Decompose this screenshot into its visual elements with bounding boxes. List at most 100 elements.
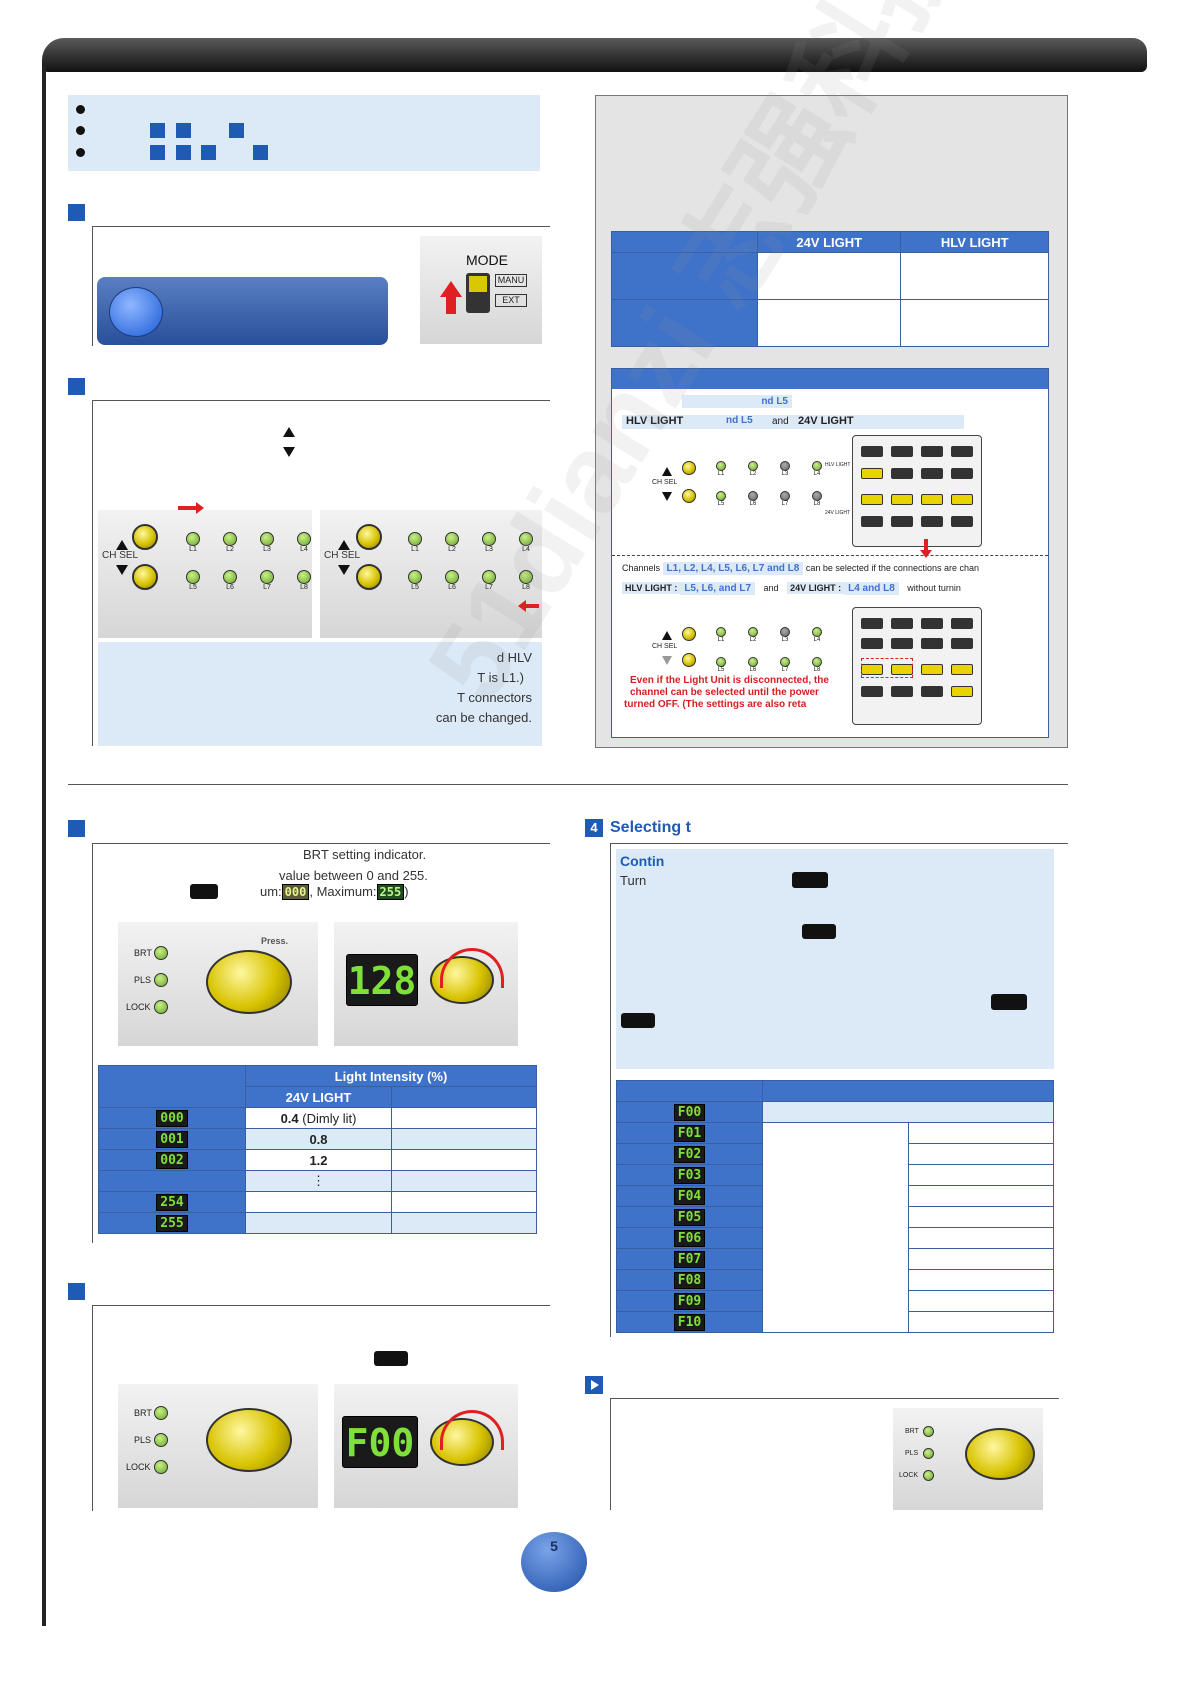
led-label: L1 xyxy=(189,546,197,553)
redacted-block xyxy=(253,145,268,160)
connector xyxy=(951,468,973,479)
section-marker xyxy=(68,1283,85,1300)
connector xyxy=(891,516,913,527)
led-label: L7 xyxy=(485,584,493,591)
led-label: L1 xyxy=(717,637,725,643)
max-value: 255 xyxy=(376,884,405,900)
led-label: L5 xyxy=(189,584,197,591)
section-title: Selecting t xyxy=(610,819,691,836)
ch-down-button[interactable] xyxy=(132,564,158,590)
lock-led xyxy=(923,1470,934,1481)
channels-text: Channels L1, L2, L4, L5, L6, L7 and L8 c… xyxy=(622,562,979,575)
hlv-small-label: HLV LIGHT xyxy=(825,462,851,468)
code-cell: 001 xyxy=(156,1131,188,1148)
led-indicator xyxy=(408,532,422,546)
ch-down-button[interactable] xyxy=(682,653,696,667)
led-label: L6 xyxy=(749,501,757,507)
brt-led xyxy=(154,1406,168,1420)
ch-down-icon xyxy=(338,565,350,575)
led-label: L5 xyxy=(717,667,725,673)
function-code: F08 xyxy=(673,1272,706,1289)
led-indicator xyxy=(780,491,790,501)
ch-down-button[interactable] xyxy=(356,564,382,590)
connector xyxy=(891,494,913,505)
led-label: L1 xyxy=(411,546,419,553)
redacted-block xyxy=(176,123,191,138)
mode-circle-icon xyxy=(109,287,163,337)
ch-up-icon xyxy=(662,631,672,640)
led-indicator xyxy=(445,570,459,584)
encoder-push-button[interactable] xyxy=(206,1408,292,1472)
section-rule xyxy=(92,226,550,227)
value-cell: 0.4 xyxy=(280,1110,299,1126)
led-label: L1 xyxy=(717,471,725,477)
ch-up-button[interactable] xyxy=(132,524,158,550)
connector xyxy=(921,618,943,629)
led-indicator xyxy=(297,532,311,546)
led-label: L3 xyxy=(263,546,271,553)
led-indicator xyxy=(812,461,822,471)
connector xyxy=(861,686,883,697)
connector xyxy=(921,664,943,675)
value-cell: 0.8 xyxy=(309,1131,328,1147)
section-number: 4 xyxy=(585,819,603,837)
function-code: F06 xyxy=(673,1230,706,1247)
continuous-box: Contin Turn xyxy=(616,849,1054,1069)
note-box: d HLV T is L1.) T connectors can be chan… xyxy=(98,642,542,746)
chip: nd L5 xyxy=(726,415,753,426)
header-bar xyxy=(42,38,1147,72)
led-indicator xyxy=(748,491,758,501)
arrow-head xyxy=(196,502,204,514)
hlv-line: HLV LIGHT :L5, L6, and L7 and 24V LIGHT … xyxy=(622,582,961,595)
mini-led-row-top: L1 L2 L3 L4 xyxy=(716,461,822,477)
brt-led xyxy=(154,946,168,960)
connector xyxy=(951,494,973,505)
connector xyxy=(891,686,913,697)
ch-sel-panel-left: CH SEL L1 L2 L3 L4 L5 L6 L7 L8 xyxy=(98,502,312,638)
ch-sel-label: CH SEL xyxy=(102,550,139,561)
function-code: F04 xyxy=(673,1188,706,1205)
encoder-push-button[interactable] xyxy=(965,1428,1035,1480)
encoder-push-button[interactable] xyxy=(206,950,292,1014)
section-rule-vertical xyxy=(92,843,93,1243)
led-indicator xyxy=(780,657,790,667)
intro-box xyxy=(68,95,540,171)
led-row-bottom: L5 L6 L7 L8 xyxy=(186,570,311,591)
ch-up-button[interactable] xyxy=(682,461,696,475)
connector xyxy=(951,686,973,697)
warning-line: Even if the Light Unit is disconnected, … xyxy=(630,675,829,686)
indicator-label: BRT xyxy=(134,1408,152,1418)
down-arrow-stem xyxy=(924,539,928,551)
led-indicator xyxy=(780,627,790,637)
indicator-label: PLS xyxy=(134,1435,152,1445)
redacted-block xyxy=(176,145,191,160)
led-indicator xyxy=(812,491,822,501)
ch-sel-label: CH SEL xyxy=(324,550,361,561)
up-arrow-stem xyxy=(446,296,456,314)
ch-up-button[interactable] xyxy=(682,627,696,641)
led-label: L7 xyxy=(781,501,789,507)
connector xyxy=(921,686,943,697)
led-indicator xyxy=(716,491,726,501)
connector xyxy=(951,516,973,527)
brt-line: value between 0 and 255. xyxy=(279,868,428,883)
without-text: without turnin xyxy=(907,583,961,593)
ch-up-button[interactable] xyxy=(356,524,382,550)
led-label: L2 xyxy=(448,546,456,553)
connector xyxy=(921,494,943,505)
hlv-label: HLV LIGHT xyxy=(626,415,684,427)
section-rule xyxy=(92,843,550,844)
connector xyxy=(951,664,973,675)
mode-toggle-switch[interactable] xyxy=(466,273,490,313)
function-code: F09 xyxy=(673,1293,706,1310)
connector xyxy=(861,494,883,505)
connector xyxy=(861,446,883,457)
led-indicator xyxy=(519,570,533,584)
indicator-label: LOCK xyxy=(899,1472,919,1479)
function-code: F07 xyxy=(673,1251,706,1268)
section-rule xyxy=(92,1305,550,1306)
ch-down-button[interactable] xyxy=(682,489,696,503)
ch-up-icon xyxy=(338,540,350,550)
and-text: and xyxy=(763,583,779,593)
